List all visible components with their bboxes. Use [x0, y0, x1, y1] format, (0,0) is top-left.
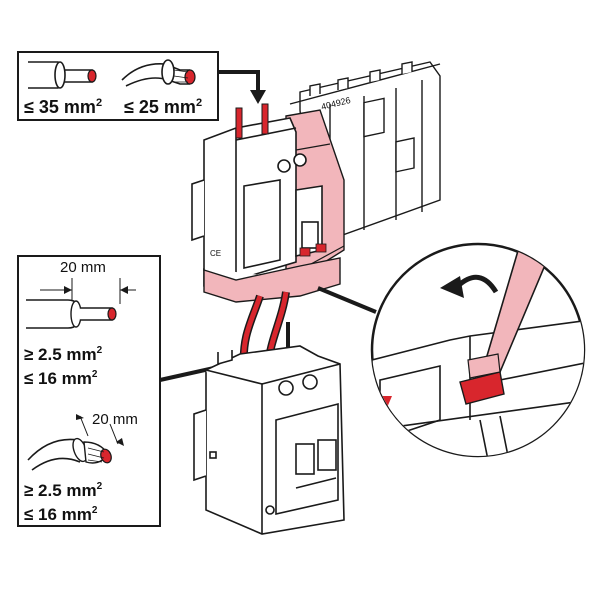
- highlighted-base-plate: [203, 257, 341, 303]
- solid-min-size: ≥ 2.5 mm2: [24, 345, 103, 364]
- strip-length-solid: 20 mm: [60, 259, 106, 276]
- strip-length-stranded: 20 mm: [92, 411, 138, 428]
- stripped-stranded-conductor-icon: [27, 437, 112, 471]
- ce-mark: CE: [210, 249, 221, 258]
- stranded-min-size: ≥ 2.5 mm2: [24, 481, 103, 500]
- stranded-max-size: ≤ 25 mm2: [124, 97, 202, 117]
- solid-max-size: ≤ 35 mm2: [24, 97, 102, 117]
- solid-conductor-icon: [28, 61, 97, 89]
- strip-pointer-line: [159, 366, 215, 382]
- rotation-arrow-icon: [440, 274, 499, 298]
- top-cable-size-panel: ≤ 35 mm2 ≤ 25 mm2: [17, 51, 219, 121]
- solid-max-size-left: ≤ 16 mm2: [24, 369, 98, 388]
- zoom-pointer-line: [317, 286, 377, 314]
- red-indicator-top-2: [315, 243, 327, 253]
- stranded-conductor-icon: [121, 59, 196, 87]
- stripped-solid-conductor-icon: [26, 299, 117, 329]
- zoom-detail-circle: [370, 242, 586, 458]
- insertion-arrow-top: [218, 70, 266, 104]
- stranded-max-size: ≤ 16 mm2: [24, 505, 98, 524]
- bottom-device: [193, 345, 345, 535]
- red-indicator-top: [299, 247, 311, 257]
- release-tab: [459, 371, 505, 405]
- top-input-conductors: [235, 103, 269, 139]
- strip-length-panel: 20 mm ≥ 2.5 mm2 ≤ 16 mm2 20 mm: [17, 255, 161, 527]
- top-device-assembly: 404926 CE: [191, 61, 441, 303]
- strip-dimension-stranded: [76, 414, 124, 446]
